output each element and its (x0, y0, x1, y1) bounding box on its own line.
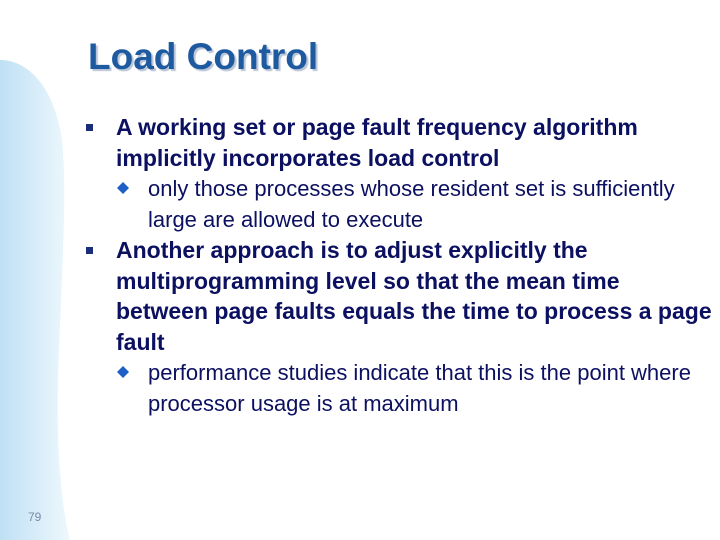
decorative-swoosh (0, 60, 70, 540)
bullet-item: A working set or page fault frequency al… (84, 112, 714, 173)
page-number: 79 (28, 510, 42, 524)
diamond-bullet-icon (117, 366, 129, 378)
bullet-list: A working set or page fault frequency al… (84, 112, 714, 419)
slide-title: Load Control (88, 36, 319, 77)
diamond-bullet-icon (117, 182, 129, 194)
bullet-text: A working set or page fault frequency al… (116, 114, 638, 171)
sub-bullet-text: only those processes whose resident set … (148, 176, 675, 232)
bullet-text: Another approach is to adjust explicitly… (116, 237, 712, 355)
sub-bullet-item: only those processes whose resident set … (84, 173, 714, 235)
square-bullet-icon (86, 124, 93, 131)
bullet-item: Another approach is to adjust explicitly… (84, 235, 714, 357)
square-bullet-icon (86, 247, 93, 254)
sub-bullet-text: performance studies indicate that this i… (148, 360, 691, 416)
sub-bullet-item: performance studies indicate that this i… (84, 357, 714, 419)
